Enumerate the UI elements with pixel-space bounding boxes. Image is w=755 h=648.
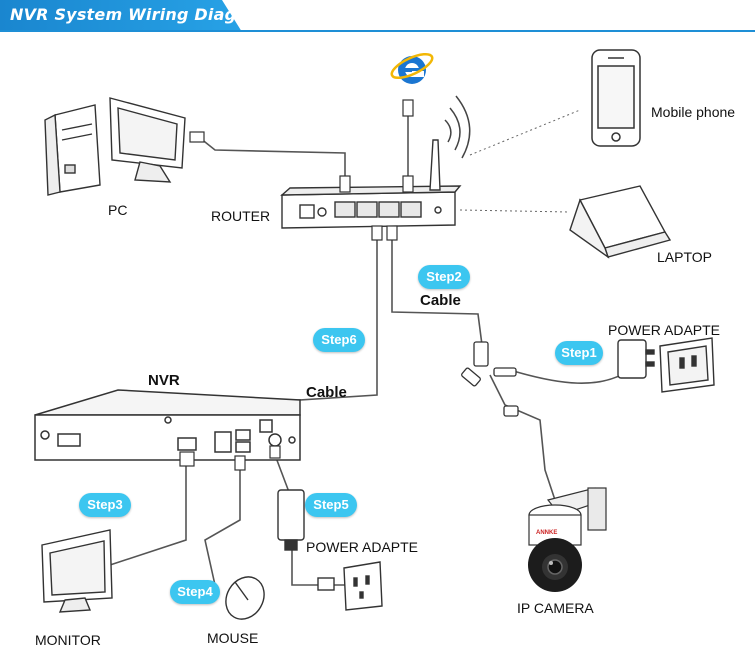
nvr-power-adapter-icon (277, 489, 383, 611)
internet-explorer-icon (390, 52, 434, 84)
camera-power-adapter-label: POWER ADAPTE (608, 322, 721, 338)
header-background (0, 0, 755, 32)
header-banner: NVR System Wiring Diagram (0, 0, 755, 32)
ip-camera-label: IP CAMERA (517, 600, 594, 616)
cable-label-router-camera: Cable (420, 292, 461, 309)
camera-cable-splitter (461, 341, 519, 417)
step1-badge: Step1 (555, 341, 603, 365)
monitor-icon (41, 529, 113, 613)
step6-badge: Step6 (313, 328, 365, 352)
mobile-phone-label: Mobile phone (651, 104, 736, 120)
wireless-links (459, 109, 581, 213)
mobile-phone-icon (591, 49, 641, 147)
page-title: NVR System Wiring Diagram (10, 5, 273, 24)
step5-badge: Step5 (305, 493, 357, 517)
nvr-connectors (179, 445, 281, 471)
pc-icon (44, 97, 186, 196)
router-connectors (189, 99, 414, 241)
step2-badge: Step2 (418, 265, 470, 289)
camera-brand-label: ANNKE (536, 530, 557, 536)
nvr-label: NVR (148, 372, 180, 389)
laptop-label: LAPTOP (657, 249, 712, 265)
router-icon (280, 139, 462, 229)
ip-camera-icon (528, 487, 607, 592)
monitor-label: MONITOR (35, 632, 101, 648)
laptop-icon (569, 185, 672, 259)
camera-power-adapter-icon (617, 337, 715, 393)
nvr-icon (34, 389, 301, 461)
cable-label-router-nvr: Cable (306, 384, 347, 401)
router-label: ROUTER (211, 208, 271, 224)
step3-badge: Step3 (79, 493, 131, 517)
mouse-label: MOUSE (207, 630, 259, 646)
pc-label: PC (108, 202, 128, 218)
mouse-icon (225, 576, 265, 620)
step4-badge: Step4 (170, 580, 220, 604)
wifi-signal-icon (444, 95, 471, 159)
nvr-power-adapter-label: POWER ADAPTE (306, 539, 419, 555)
